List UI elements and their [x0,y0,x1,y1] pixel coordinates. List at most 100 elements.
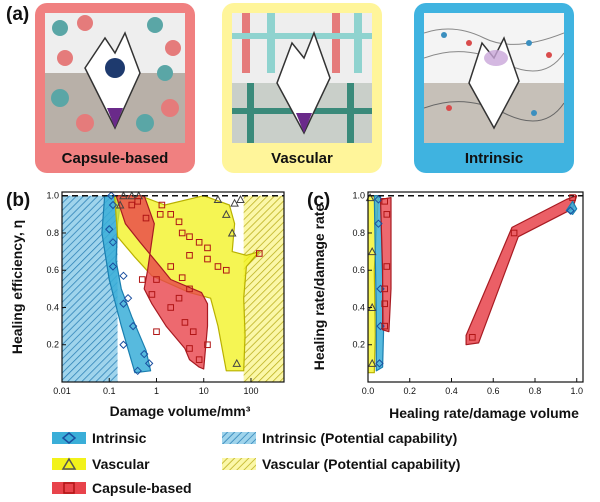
legend: Intrinsic Vascular Capsule-based Intrins… [0,424,600,502]
x-tick-label: 0.01 [53,386,71,396]
y-tick-label: 0.6 [46,265,59,275]
capsule-point [204,255,211,263]
y-tick-label: 1.0 [352,191,365,201]
plot-area [368,192,583,382]
vascular-point [236,194,245,203]
vascular-point [127,191,137,200]
capsule-point [167,304,175,311]
x-tick-label: 1.0 [570,386,583,396]
vascular-point [221,209,231,218]
intrinsic-point [374,195,383,204]
capsule-point [214,263,222,270]
region-capsule [379,197,392,333]
vascular-point [119,191,128,200]
vascular-point [213,194,223,203]
intrinsic-point [376,321,385,331]
capsule-point [153,276,160,283]
capsule-point [128,201,136,209]
x-tick-label: 0.2 [403,386,416,396]
intrinsic-point [376,284,385,294]
intrinsic-point [133,366,142,376]
intrinsic-point [374,219,383,228]
legend-vascular-potential-label: Vascular (Potential capability) [262,456,461,472]
capsule-illustration [45,13,185,143]
capsule-point [255,250,263,257]
capsule-point [178,274,186,281]
capsule-point [381,198,388,205]
capsule-point [204,244,211,252]
y-tick-label: 0.2 [46,340,59,350]
y-axis-title: Healing efficiency, η [9,220,25,354]
x-tick-label: 10 [199,386,209,396]
intrinsic-scheme-title: Intrinsic [464,150,524,167]
vascular-point [227,228,237,237]
y-tick-label: 1.0 [46,191,59,201]
legend-item-intrinsic-potential: Intrinsic (Potential capability) [222,430,457,446]
capsule-point [381,285,388,293]
capsule-point [178,229,186,237]
vascular-point [367,358,377,367]
vascular-potential-band [243,195,284,382]
y-tick-label: 0.4 [352,302,365,312]
vascular-illustration [232,13,372,143]
capsule-point [175,218,183,226]
intrinsic-point [108,238,118,247]
legend-intrinsic-potential-swatch [222,432,256,444]
capsule-scheme-title: Capsule-based [61,150,169,167]
panel-label-c: (c) [307,190,331,211]
capsule-point [138,276,146,283]
intrinsic-point [119,271,128,281]
capsule-point [142,214,150,222]
capsule-point [148,291,156,298]
x-tick-label: 0.8 [529,386,542,396]
capsule-point [186,285,193,293]
intrinsic-point [108,200,118,210]
capsule-point [175,294,183,302]
x-tick-label: 0.1 [103,386,116,396]
capsule-point [204,341,211,349]
y-tick-label: 0.2 [352,340,365,350]
capsule-point [153,328,160,336]
legend-intrinsic-potential-label: Intrinsic (Potential capability) [262,430,458,446]
x-tick-label: 100 [243,386,258,396]
legend-item-vascular-potential: Vascular (Potential capability) [222,456,460,472]
legend-item-capsule: Capsule-based [52,480,192,496]
capsule-point [383,263,391,270]
x-axis-title: Damage volume/mm³ [110,403,251,419]
x-tick-label: 0.0 [362,386,375,396]
intrinsic-point [140,349,149,359]
legend-item-intrinsic: Intrinsic [52,430,146,446]
intrinsic-scheme: Intrinsic [414,3,574,173]
intrinsic-illustration [424,13,564,143]
x-tick-label: 1 [154,386,159,396]
vascular-scheme: Vascular [222,3,382,173]
legend-vascular-label: Vascular [92,456,150,472]
intrinsic-point [106,191,116,200]
capsule-point [469,333,476,341]
intrinsic-point [108,262,118,271]
legend-vascular-swatch [52,457,86,470]
y-tick-label: 0.8 [352,228,365,238]
capsule-point [158,201,166,209]
intrinsic-point [119,340,128,349]
y-tick-label: 0.4 [46,302,59,312]
y-tick-label: 0.6 [352,265,365,275]
y-axis-title: Healing rate/damage rate [311,204,327,371]
panel-label-b: (b) [6,190,31,211]
vascular-point [232,358,242,367]
legend-capsule-swatch [52,482,86,494]
capsule-scheme: Capsule-based [35,3,195,173]
vascular-point [115,200,125,209]
capsule-point [167,211,175,218]
intrinsic-point [105,225,114,234]
capsule-point [510,229,518,237]
x-tick-label: 0.6 [487,386,500,396]
capsule-point [189,328,197,336]
legend-intrinsic-swatch [52,432,86,444]
intrinsic-point [144,359,154,368]
capsule-point [156,211,164,218]
capsule-point [569,194,576,201]
capsule-point [222,266,230,274]
